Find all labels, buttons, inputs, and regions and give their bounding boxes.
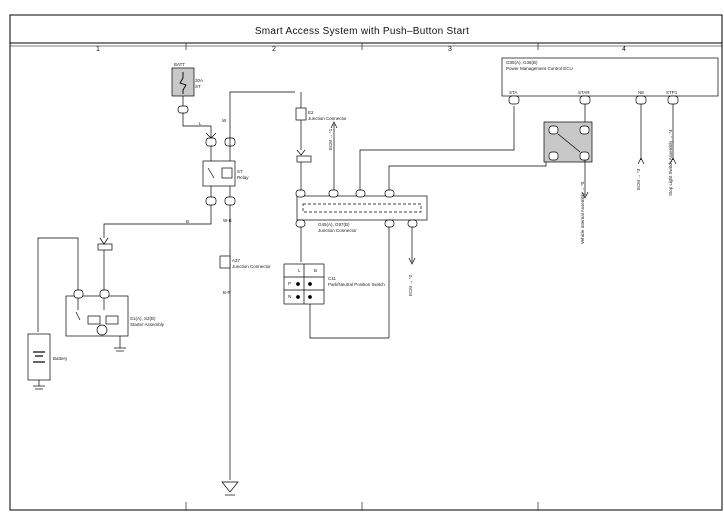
ecu-id: G35(A), G36(B) — [506, 60, 538, 65]
fuse-rating: 30A — [195, 78, 204, 83]
junction-a37-id: A37 — [232, 258, 241, 263]
park-switch-name: Park/Neutral Position Switch — [328, 282, 385, 287]
fuse-name: BATT — [174, 62, 186, 67]
ecu-pin-star: STAR — [578, 90, 590, 95]
ref-ecm-2: ECM → *2 — [408, 274, 413, 296]
ecu-pin-ne: NE — [638, 90, 645, 95]
ecu-pin-stp1: STP1 — [666, 90, 678, 95]
junction-main-id: G45(A), G97(B) — [318, 222, 350, 227]
park-switch-pos-n: N — [288, 294, 292, 299]
park-switch-pin-b: B — [314, 268, 318, 273]
relay-type: Relay — [237, 175, 249, 180]
wire-label-l: L — [199, 121, 202, 126]
wire-label-b: B — [186, 219, 190, 224]
junction-e2-id: E2 — [308, 110, 314, 115]
fuse-id: ST — [195, 84, 201, 89]
wire-label-wb: W-B — [223, 218, 232, 223]
column-3: 3 — [448, 46, 452, 53]
park-switch-pos-p: P — [288, 281, 292, 286]
column-4: 4 — [622, 46, 626, 53]
column-1: 1 — [96, 46, 100, 53]
junction-a37-name: Junction Connector — [232, 264, 271, 269]
fuse-element — [179, 72, 187, 94]
starter-name: Starter Assembly — [130, 322, 165, 327]
diagram-title: Smart Access System with Push–Button Sta… — [254, 26, 470, 37]
junction-e2-name: Junction Connector — [308, 116, 347, 121]
park-switch-pos-l: L — [298, 268, 301, 273]
wire-label-w: W — [222, 118, 227, 123]
diagram-frame — [9, 14, 723, 511]
ref-stop-light: Stop Light Switch Assembly → *4 — [668, 129, 673, 196]
ecu-box — [501, 57, 719, 97]
ecu-pin-sta: STA — [509, 90, 518, 95]
ref-ecm-3: ECM → *3 — [636, 168, 641, 190]
column-2: 2 — [272, 46, 276, 53]
wire-label-br: B-R — [223, 290, 231, 295]
ref-vsa: Vehicle Internal Assembly → *5 — [580, 181, 585, 244]
battery-name: Battery — [53, 356, 68, 361]
starter-id: S1(A), S2(B) — [130, 316, 156, 321]
main-junction — [296, 195, 428, 221]
relay-name: ST — [237, 169, 243, 174]
park-switch-id: C11 — [328, 276, 336, 281]
junction-main-name: Junction Connector — [318, 228, 357, 233]
battery-box — [27, 333, 51, 381]
ref-ecm-1: ECM → *1 — [328, 128, 333, 150]
ecu-name: Power Management Control ECU — [506, 66, 573, 71]
